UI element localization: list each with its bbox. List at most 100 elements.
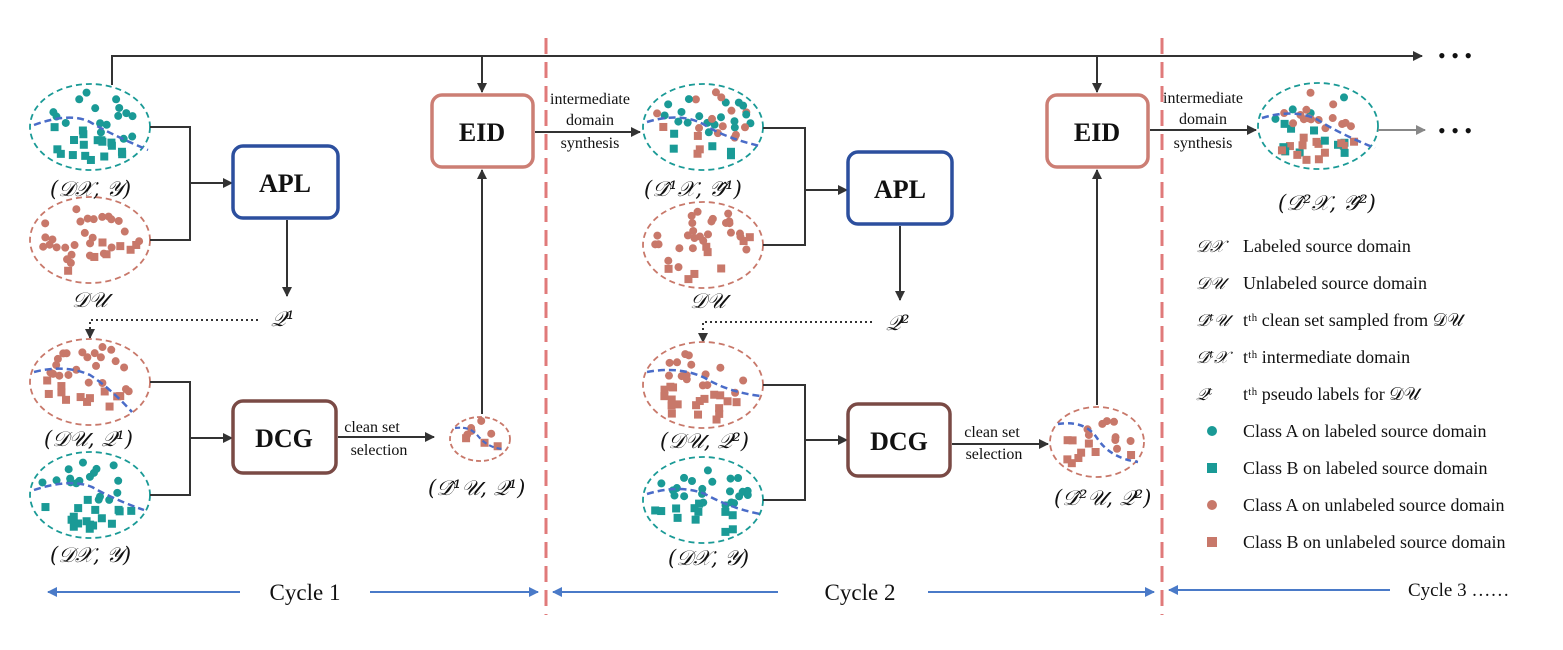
class-a-point xyxy=(691,95,700,104)
decision-boundary xyxy=(646,116,761,148)
class-a-point xyxy=(112,95,121,104)
class-b-point xyxy=(68,151,77,160)
class-a-point xyxy=(1084,430,1093,439)
class-a-point xyxy=(84,378,93,387)
class-a-point xyxy=(731,130,740,139)
label-q2: 𝒬² xyxy=(886,311,910,335)
cycle-1-label: Cycle 1 xyxy=(270,580,341,605)
class-a-point xyxy=(657,479,666,488)
apl-module-2 xyxy=(846,150,954,226)
class-b-point xyxy=(1310,126,1319,135)
class-a-point xyxy=(41,233,50,242)
class-a-point xyxy=(1302,105,1311,114)
apl-module-1 xyxy=(231,144,340,220)
class-b-point xyxy=(1320,148,1329,157)
decision-boundary xyxy=(33,481,145,512)
class-a-point xyxy=(734,474,743,483)
ellipsis-top: • • • xyxy=(1438,43,1472,68)
class-b-point xyxy=(692,401,701,410)
class-a-point xyxy=(726,474,735,483)
label-dx-y-1b: (𝒟𝒳, 𝒴) xyxy=(50,543,131,567)
class-b-point xyxy=(41,503,50,512)
class-b-point xyxy=(81,151,90,160)
class-a-point xyxy=(113,488,122,497)
class-b-point xyxy=(116,242,125,251)
class-a-point xyxy=(102,120,111,129)
decision-boundary xyxy=(646,487,761,516)
class-b-point xyxy=(98,238,107,247)
class-a-point xyxy=(721,98,730,107)
class-a-point xyxy=(61,243,70,252)
intermediate-domain-points xyxy=(653,88,755,160)
class-b-point xyxy=(672,504,681,513)
legend-text: Class A on unlabeled source domain xyxy=(1243,495,1504,515)
class-b-point xyxy=(690,504,699,513)
class-b-point xyxy=(115,507,124,516)
intermediate-domain-ellipse-2 xyxy=(1257,82,1379,170)
class-a-point xyxy=(66,474,75,483)
class-a-point xyxy=(664,371,673,380)
class-b-point xyxy=(667,409,676,418)
class-a-point xyxy=(1271,114,1280,123)
class-a-point xyxy=(107,345,116,354)
class-b-point xyxy=(1068,436,1077,445)
class-a-point xyxy=(82,88,91,97)
class-b-point xyxy=(98,137,107,146)
class-b-point xyxy=(726,151,735,160)
class-a-point xyxy=(675,244,684,253)
class-a-point xyxy=(680,492,689,501)
class-a-point xyxy=(114,216,123,225)
class-b-point xyxy=(53,145,62,154)
class-a-point xyxy=(665,358,674,367)
class-b-point xyxy=(1063,455,1072,464)
class-b-point xyxy=(100,387,109,396)
class-a-point xyxy=(128,132,137,141)
class-a-point xyxy=(83,353,92,362)
eid-label-1: EID xyxy=(459,118,505,147)
class-a-point xyxy=(55,371,64,380)
class-a-point xyxy=(687,211,696,220)
class-a-point xyxy=(695,112,704,121)
connector-to-dcg-2 xyxy=(763,384,847,501)
class-a-point xyxy=(689,226,698,235)
class-b-point xyxy=(1127,451,1136,460)
class-b-point xyxy=(715,404,724,413)
class-b-point xyxy=(1293,150,1302,159)
class-a-point xyxy=(115,103,124,112)
class-a-point xyxy=(98,212,107,221)
legend-symbol: 𝒟𝒰 xyxy=(1196,274,1230,294)
class-a-point xyxy=(695,232,704,241)
legend-text: tᵗʰ clean set sampled from 𝒟𝒰 xyxy=(1243,310,1466,330)
cycle-3-label: Cycle 3 …… xyxy=(1408,580,1509,601)
legend-text: Class A on labeled source domain xyxy=(1243,421,1486,441)
class-a-point xyxy=(664,100,673,109)
edge-label-synthesis-1: synthesis xyxy=(561,135,620,152)
class-b-point xyxy=(1084,439,1093,448)
class-a-point xyxy=(70,241,79,250)
class-a-point xyxy=(718,122,727,131)
class-b-point xyxy=(684,275,693,284)
class-b-point xyxy=(728,511,737,520)
class-b-point xyxy=(717,264,726,273)
class-a-point xyxy=(38,478,47,487)
label-dhat-x2-yhat2: (𝒟̂²𝒳, 𝒴̂²) xyxy=(1278,191,1376,215)
legend-text: Labeled source domain xyxy=(1243,236,1411,256)
class-a-point xyxy=(1338,120,1347,129)
class-b-point xyxy=(659,122,668,131)
class-a-point xyxy=(109,461,118,470)
class-a-point xyxy=(743,491,752,500)
class-b-point xyxy=(715,409,724,418)
class-b-point xyxy=(57,382,66,391)
class-a-point xyxy=(1346,122,1355,131)
class-a-point xyxy=(78,348,87,357)
class-b-point xyxy=(1063,436,1072,445)
label-dhat-x1-yhat1: (𝒟̂¹𝒳, 𝒴̂¹) xyxy=(644,177,742,201)
class-a-point xyxy=(1328,114,1337,123)
class-b-point xyxy=(721,507,730,516)
class-a-point xyxy=(674,263,683,272)
class-b-point xyxy=(126,245,135,254)
class-b-point xyxy=(1074,454,1083,463)
class-b-point xyxy=(1077,448,1086,457)
class-b-point xyxy=(1067,459,1076,468)
